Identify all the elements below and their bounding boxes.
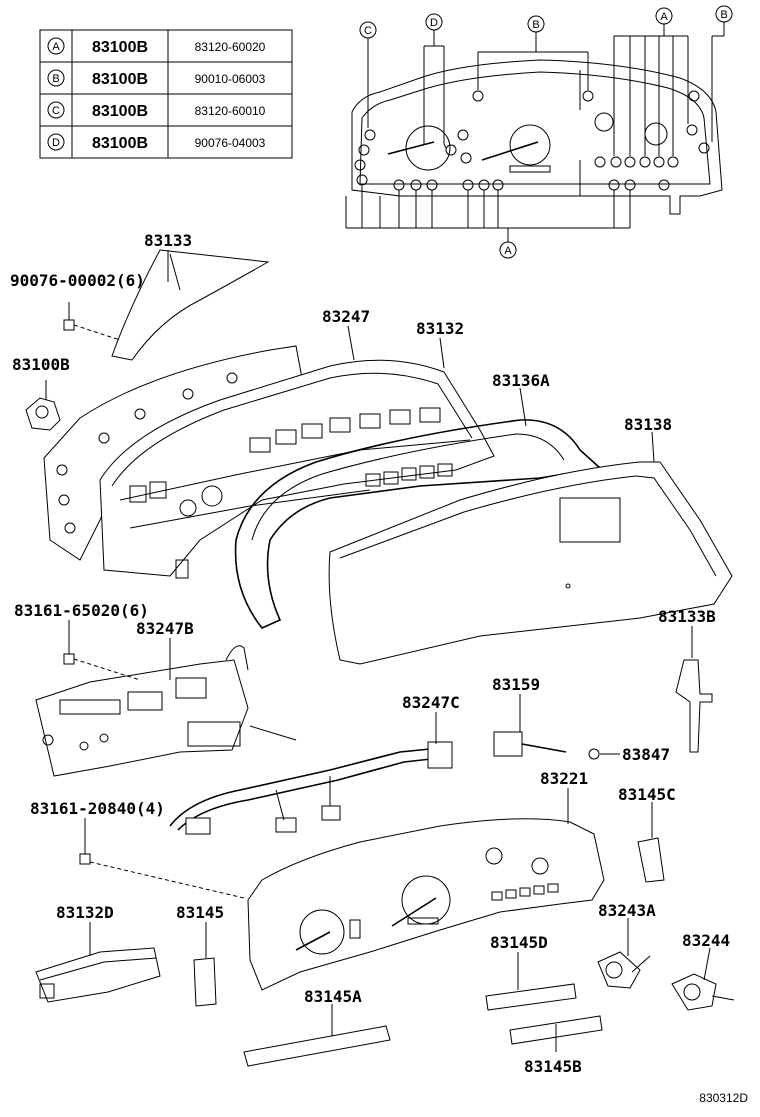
part-83247C-harness bbox=[169, 741, 453, 835]
legend-part-number: 90076-04003 bbox=[195, 136, 266, 150]
label-83145D: 83145D bbox=[490, 933, 548, 952]
label-83221: 83221 bbox=[540, 769, 588, 788]
part-83145D-strip bbox=[485, 983, 577, 1011]
label-83138: 83138 bbox=[624, 415, 672, 434]
legend-code: 83100B bbox=[92, 103, 148, 120]
callout-letter-b-right: B bbox=[720, 9, 727, 21]
legend-code: 83100B bbox=[92, 39, 148, 56]
indicator-cells bbox=[491, 883, 559, 901]
legend-row-a: A 83100B 83120-60020 bbox=[47, 37, 266, 56]
screw-83161-20840 bbox=[79, 818, 245, 899]
diagram-code: 830312D bbox=[699, 1091, 748, 1105]
label-83136A: 83136A bbox=[492, 371, 550, 390]
part-83145A-strip bbox=[243, 1025, 391, 1067]
callout-letter-d: D bbox=[430, 17, 438, 29]
part-83159-knob bbox=[493, 731, 600, 760]
label-83133: 83133 bbox=[144, 231, 192, 250]
legend-code: 83100B bbox=[92, 71, 148, 88]
gauge-right-outline bbox=[509, 124, 551, 166]
case-cells bbox=[129, 407, 453, 503]
legend-row-d: D 83100B 90076-04003 bbox=[47, 133, 266, 152]
legend-letter: A bbox=[52, 41, 60, 53]
part-83132D-unit bbox=[35, 947, 161, 1003]
part-83145C-plate bbox=[637, 837, 665, 883]
label-83159: 83159 bbox=[492, 675, 540, 694]
part-83132-case bbox=[99, 359, 495, 579]
part-83133B-bracket bbox=[675, 659, 713, 753]
part-83145-strip bbox=[193, 957, 217, 1007]
label-83247C: 83247C bbox=[402, 693, 460, 712]
bulb-sockets bbox=[354, 90, 710, 191]
label-83100B: 83100B bbox=[12, 355, 70, 374]
label-83161-65020: 83161-65020(6) bbox=[14, 601, 149, 620]
part-83247B-board bbox=[35, 645, 297, 777]
label-83145B: 83145B bbox=[524, 1057, 582, 1076]
callout-letter-c: C bbox=[364, 25, 372, 37]
part-83100B-socket bbox=[25, 380, 61, 431]
label-83132D: 83132D bbox=[56, 903, 114, 922]
legend-table: A 83100B 83120-60020 B 83100B 90010-0600… bbox=[39, 29, 293, 159]
label-83145C: 83145C bbox=[618, 785, 676, 804]
screw-90076 bbox=[63, 302, 121, 341]
label-83145: 83145 bbox=[176, 903, 224, 922]
label-83133B: 83133B bbox=[658, 607, 716, 626]
legend-row-b: B 83100B 90010-06003 bbox=[47, 69, 266, 88]
callout-letter-b: B bbox=[532, 19, 539, 31]
speedometer-dial bbox=[299, 909, 345, 955]
legend-letter: D bbox=[52, 137, 60, 149]
label-83243A: 83243A bbox=[598, 901, 656, 920]
legend-row-c: C 83100B 83120-60010 bbox=[47, 101, 266, 120]
label-83247: 83247 bbox=[322, 307, 370, 326]
label-83247B: 83247B bbox=[136, 619, 194, 638]
legend-part-number: 83120-60010 bbox=[195, 104, 266, 118]
legend-letter: C bbox=[52, 105, 60, 117]
legend-code: 83100B bbox=[92, 135, 148, 152]
label-83847: 83847 bbox=[622, 745, 670, 764]
callout-letter-a: A bbox=[660, 11, 668, 23]
label-83145A: 83145A bbox=[304, 987, 362, 1006]
part-83136A-mask bbox=[234, 419, 602, 629]
label-83161-20840: 83161-20840(4) bbox=[30, 799, 165, 818]
part-83138-glass bbox=[328, 461, 733, 665]
bulb-location-map: C D B A B bbox=[345, 5, 733, 259]
label-83244: 83244 bbox=[682, 931, 730, 950]
part-83243A-bulb bbox=[597, 951, 651, 989]
part-83221-faceplate bbox=[247, 818, 605, 991]
legend-part-number: 90010-06003 bbox=[195, 72, 266, 86]
callout-circle-a-bottom bbox=[499, 241, 517, 259]
cluster-back-outline bbox=[351, 59, 723, 215]
part-83244-bulb bbox=[671, 973, 735, 1011]
part-83133-cover bbox=[111, 249, 270, 361]
label-83132: 83132 bbox=[416, 319, 464, 338]
legend-part-number: 83120-60020 bbox=[195, 40, 266, 54]
legend-letter: B bbox=[52, 73, 59, 85]
gauge-left-outline bbox=[405, 125, 451, 171]
callout-letter-a-bottom: A bbox=[504, 245, 512, 257]
screw-83161-65020 bbox=[63, 620, 141, 681]
label-90076-00002: 90076-00002(6) bbox=[10, 271, 145, 290]
